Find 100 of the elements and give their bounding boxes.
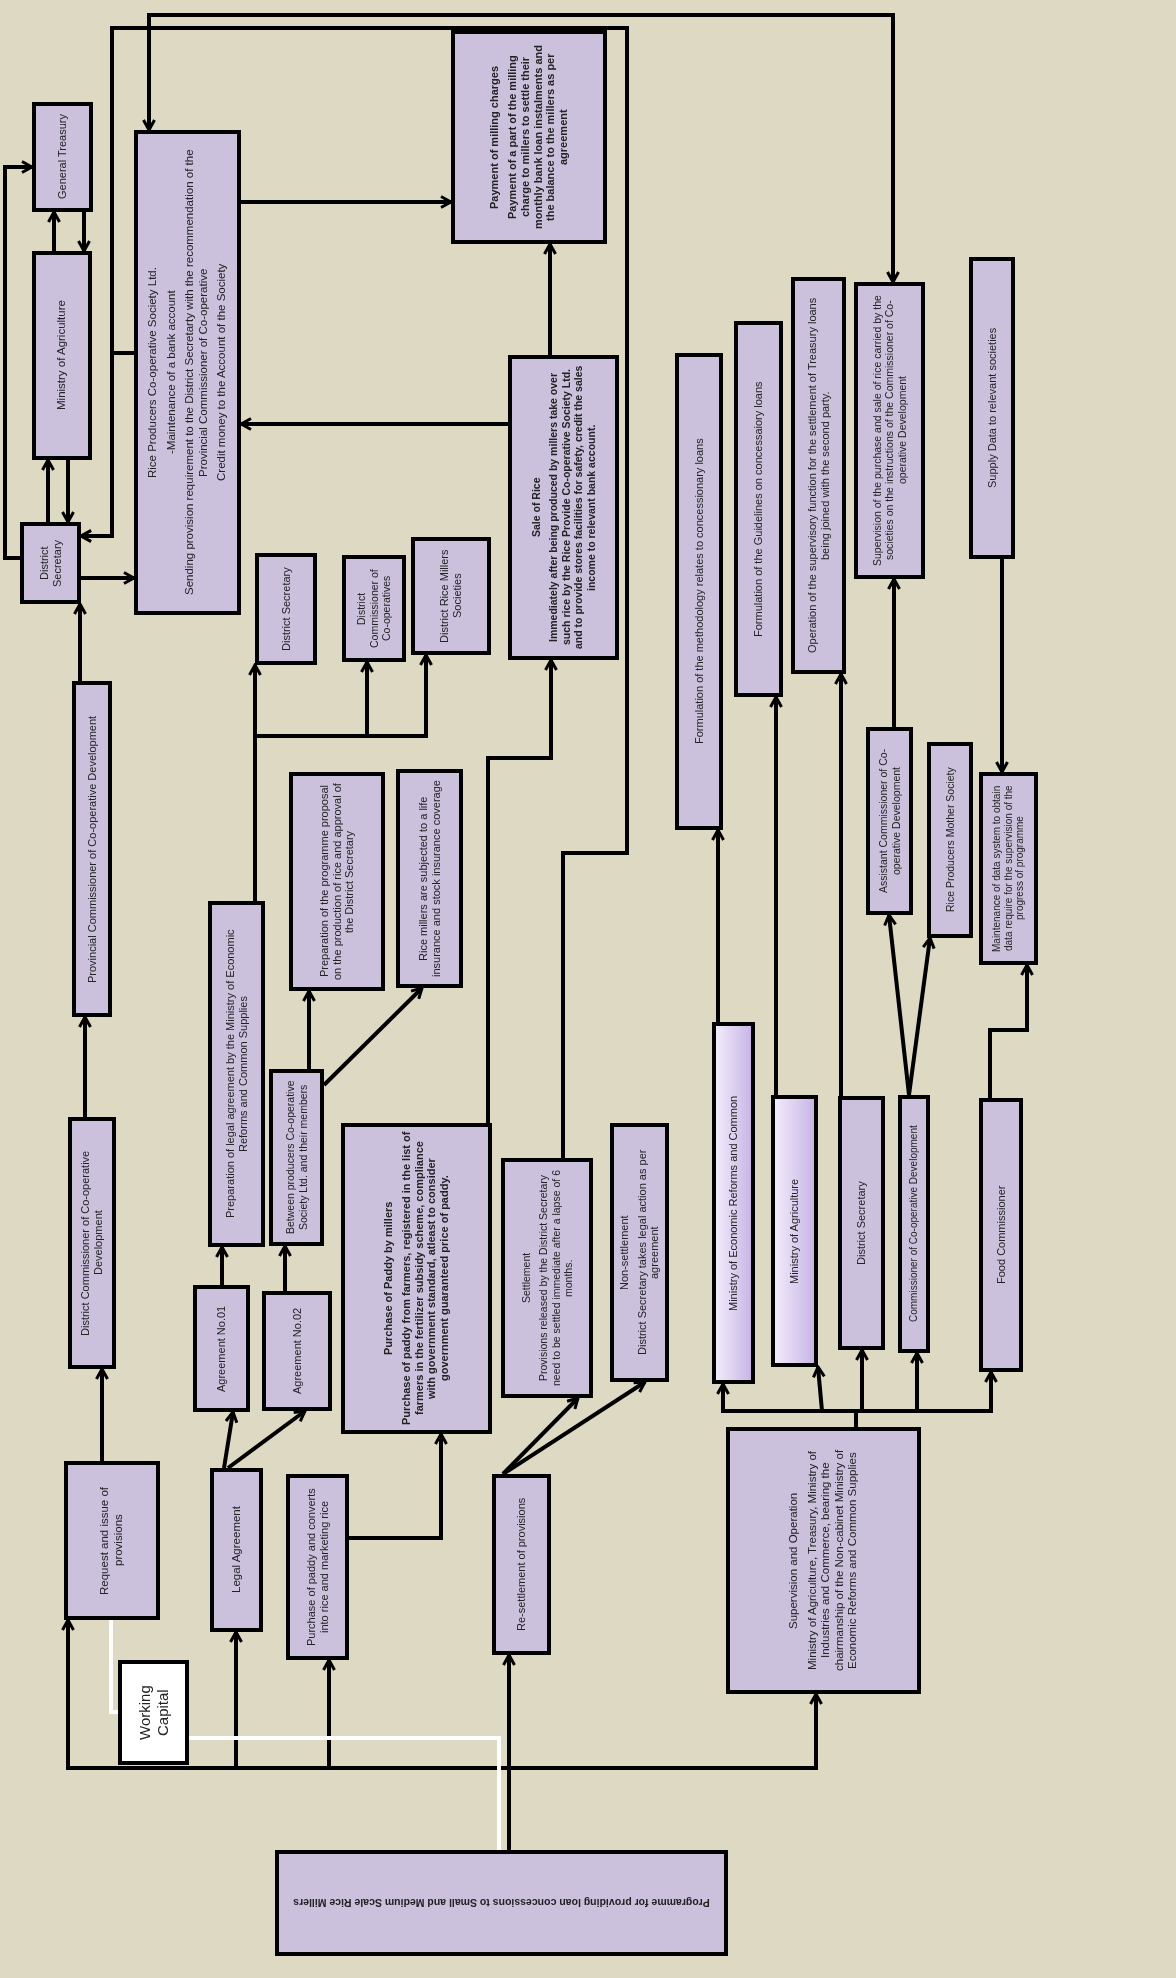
box-label: District Rice Millers Societies: [438, 548, 464, 645]
process-box: [255, 553, 317, 665]
box-label: Agreement No.01: [215, 1305, 228, 1392]
arrow: [995, 559, 1009, 774]
process-box: [342, 555, 406, 662]
box-label: Ministry of Agriculture: [788, 1178, 801, 1284]
arrow: [349, 1432, 448, 1540]
arrow: [711, 828, 725, 1022]
process-box: [734, 321, 783, 697]
arrow: [41, 458, 55, 522]
arrow: [988, 963, 1034, 1098]
process-box: [193, 1285, 250, 1412]
process-box: [838, 1096, 885, 1350]
arrow: [302, 989, 316, 1069]
box-label: Operation of the supervisory function for the settlement of Treasury loans being joined with the second party.: [805, 296, 832, 656]
process-box: [396, 769, 463, 988]
box-label: Supervision of the purchase and sale of rice carried by the societies on the instructions of the Commissioner of Co-operative Development: [870, 294, 909, 568]
arrow: [215, 1245, 229, 1285]
process-box: [134, 130, 241, 615]
box-label: Supply Data to relevant societies: [985, 327, 999, 489]
process-box: [20, 522, 81, 604]
box-label: Rice Producers Mother Society: [943, 767, 957, 913]
process-box: [492, 1474, 551, 1655]
process-box: [341, 1123, 492, 1434]
arrow: [3, 160, 34, 560]
box-label: Ministry of Agriculture, Treasury, Ministry of Industries and Commerce, bearing the chairmanship of the Non-cabinet Ministry of Economic Reforms and Common Supplies: [805, 1448, 860, 1674]
box-heading: Rice Producers Co-operative Society Ltd.: [146, 267, 160, 478]
box-label: District Secretary: [37, 538, 64, 589]
box-label: Request and issue of provisions: [98, 1485, 125, 1597]
box-label: Agreement No.02: [290, 1307, 304, 1395]
process-box: [866, 727, 913, 915]
box-label: Credit money to the Account of the Society: [215, 263, 229, 482]
box-label: Immediately after being produced by millers take over such rice by the Rice Provide Co-operative Society Ltd. and to provide stores facilities for safety, credit the sales income to relevant bank account.: [547, 364, 597, 652]
box-label: District Secretary takes legal action as per agreement: [635, 1148, 662, 1358]
arrow: [486, 658, 558, 1123]
connector-line: [109, 1620, 118, 1714]
arrow: [142, 13, 900, 284]
box-label: Provincial Commissioner of Co-operative Development: [85, 715, 99, 983]
box-label: Purchase of paddy from farmers, registered in the list of farmers in the fertilizer subsidy scheme, compliance with government standard, atleast to consider government guaranteed price of paddy.: [399, 1130, 452, 1427]
box-heading: Supervision and Operation: [787, 1492, 801, 1629]
arrow: [501, 1380, 647, 1476]
box-label: Preparation of the programme proposal on the production of rice and approval of the District Secretary: [317, 782, 357, 982]
box-heading: Settlement: [519, 1252, 533, 1304]
process-box: [68, 1117, 116, 1369]
connector-line: [189, 1736, 501, 1850]
process-box: [32, 251, 92, 460]
box-label: Commissioner of Co-operative Development: [908, 1125, 920, 1323]
process-box: [286, 1474, 349, 1660]
box-label: Provisions released by the District Secretary need to be settled immediate after a lapse of 6 months.: [537, 1169, 575, 1388]
arrow: [95, 1367, 109, 1461]
box-label: Working Capital: [135, 1684, 172, 1742]
process-box: [451, 30, 607, 244]
box-label: Rice millers are subjected to a life insurance and stock insurance coverage: [416, 779, 443, 979]
process-box: [927, 742, 973, 938]
box-heading: Payment of milling charges: [487, 65, 501, 209]
box-label: Formulation of the Guidelines on concessaiory loans: [752, 381, 765, 637]
box-label: -Maintenance of a bank account: [164, 290, 178, 455]
arrow: [907, 936, 936, 1096]
arrow: [73, 602, 87, 681]
box-heading: Purchase of Paddy by millers: [381, 1201, 395, 1356]
box-label: Food Commissioner: [994, 1185, 1008, 1285]
process-box: [32, 102, 93, 212]
box-label: District Secretary: [279, 567, 293, 651]
arrow: [222, 1410, 239, 1469]
process-box: [610, 1123, 669, 1382]
box-label: District Commissioner of Co-operatives: [355, 568, 393, 650]
box-label: Payment of a part of the milling charge to millers to settle their monthly bank loan instalments and the balance to the millers as per agreement: [505, 44, 571, 231]
arrow: [226, 1409, 307, 1470]
box-label: General Treasury: [56, 114, 69, 200]
box-heading: Non-settlement: [617, 1215, 631, 1290]
box-label: Programme for providing loan concessions to Small and Medium Scale Rice Millers: [293, 1896, 710, 1910]
box-label: Legal Agreement: [229, 1506, 243, 1594]
process-box: [771, 1095, 818, 1367]
box-heading: Sale of Rice: [530, 477, 543, 538]
process-box: [712, 1022, 755, 1384]
box-label: Sending provision requirement to the District Secretarty with the recommendation of the Provincial Commissioner of Co-operative: [183, 148, 210, 598]
process-box: [508, 355, 619, 660]
process-box: [208, 901, 265, 1247]
arrow: [834, 672, 848, 1096]
process-box: [262, 1291, 332, 1411]
arrow: [81, 571, 136, 585]
box-label: Formulation of the methodology relates to concessionary loans: [692, 438, 706, 745]
process-box: [979, 772, 1038, 965]
process-box: [898, 1095, 930, 1353]
process-box: [210, 1468, 263, 1632]
process-box: [675, 353, 723, 830]
arrow: [543, 242, 557, 355]
arrow: [77, 212, 91, 253]
process-box: [854, 282, 925, 579]
arrow: [507, 1692, 823, 1850]
process-box: [791, 277, 846, 674]
box-label: Ministry of Economic Reforms and Common: [727, 1095, 740, 1311]
process-box: [64, 1461, 160, 1620]
arrow: [241, 195, 453, 209]
box-label: Re-settlement of provisions: [515, 1497, 528, 1632]
process-box: [275, 1850, 728, 1956]
box-label: Maintenance of data system to obtain data require for the supervision of the progress of programme: [990, 784, 1027, 954]
process-box: [501, 1158, 593, 1398]
box-label: District Secretary: [855, 1181, 868, 1265]
box-label: District Commissioner of Co-operative Development: [79, 1149, 105, 1338]
